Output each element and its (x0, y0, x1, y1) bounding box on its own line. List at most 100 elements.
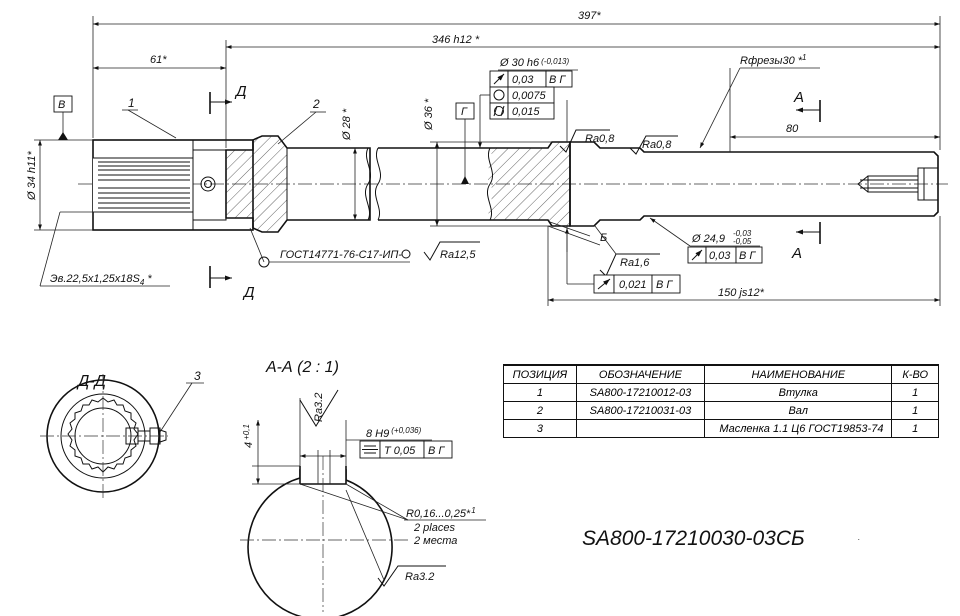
svg-text:2 places: 2 places (413, 522, 455, 534)
svg-text:T 0,05: T 0,05 (384, 445, 416, 457)
dim-len-80: 80 (786, 123, 799, 135)
bom-header-qty: К-ВО (891, 364, 939, 384)
dim-dia-28: Ø 28 * (341, 108, 353, 141)
datum-g: Г (455, 102, 475, 184)
roughness-ra32-top: Ra3.2 (299, 389, 339, 427)
weld-mark: Б (600, 232, 607, 244)
svg-text:-0,05: -0,05 (733, 237, 752, 246)
section-cut-a: А А (791, 89, 821, 262)
bom-header-name: НАИМЕНОВАНИЕ (704, 364, 893, 384)
svg-text:Ra1,6: Ra1,6 (620, 257, 650, 269)
dim-overall-length: 397* (578, 10, 601, 22)
section-aa-title: А-А (2 : 1) (265, 359, 339, 376)
mill-radius-label: Rфрезы30 *1 (740, 53, 806, 67)
svg-text:В Г: В Г (549, 74, 566, 86)
roundness-icon (493, 89, 505, 101)
bom-table: ПОЗИЦИЯ ОБОЗНАЧЕНИЕ НАИМЕНОВАНИЕ К-ВО 1 … (503, 364, 939, 438)
drawing-number-dot: . (858, 533, 860, 542)
svg-text:R0,16...0,25*1: R0,16...0,25*1 (406, 506, 476, 520)
bom-cell-pos: 2 (503, 401, 577, 420)
roughness-ra08-a: Ra0,8 (559, 129, 615, 153)
svg-text:Ra0,8: Ra0,8 (585, 133, 615, 145)
section-dd-view: Д-Д 3 (40, 369, 204, 498)
shaft-part-2 (225, 135, 939, 233)
roughness-ra32-bottom: Ra3.2 (345, 489, 446, 587)
svg-text:А: А (791, 245, 802, 262)
svg-text:0,03: 0,03 (709, 250, 731, 262)
bom-cell-name: Втулка (704, 383, 893, 402)
svg-text:Эв.22,5х1,25х18S4 *: Эв.22,5х1,25х18S4 * (50, 273, 152, 287)
dim-dia-36: Ø 36 * (423, 98, 435, 131)
svg-text:Г: Г (461, 106, 468, 118)
aa-depth: 4+0,1 (242, 424, 255, 448)
dim-dia-24: Ø 24,9 -0,03 -0,05 (649, 217, 760, 247)
svg-text:Д: Д (234, 83, 247, 100)
weld-note: ГОСТ14771-76-С17-ИП- Ra12,5 (249, 227, 480, 268)
callout-2: 2 (312, 97, 320, 111)
svg-text:В: В (58, 99, 65, 111)
svg-text:Ra3.2: Ra3.2 (313, 393, 325, 422)
runout-icon (493, 73, 505, 85)
svg-text:2 места: 2 места (413, 535, 457, 547)
svg-text:Ra3.2: Ra3.2 (405, 571, 434, 583)
svg-text:В Г: В Г (656, 279, 673, 291)
tolerance-frame-symmetry: T 0,05 В Г (359, 440, 453, 459)
dim-dia-30: Ø 30 h6(-0,013) (499, 57, 569, 69)
svg-text:А: А (793, 89, 804, 106)
roughness-ra08-b: Ra0,8 (629, 135, 678, 155)
bushing-part-1 (92, 139, 254, 231)
grease-nipple (125, 427, 167, 445)
svg-text:0,015: 0,015 (512, 106, 540, 118)
key-width: 8 H9(+0,036) (346, 426, 432, 441)
dim-shaft-length: 346 h12 * (432, 34, 480, 46)
spline-note: Эв.22,5х1,25х18S4 * (39, 211, 170, 287)
svg-text:Д: Д (242, 284, 255, 301)
roughness-ra16: Ra1,6 (594, 225, 660, 277)
tolerance-frame-runout-2: 0,03 В Г (687, 246, 763, 264)
bom-cell-pos: 3 (503, 419, 577, 438)
dim-bushing-length: 61* (150, 54, 167, 66)
bom-cell-pos: 1 (503, 383, 577, 402)
svg-text:0,03: 0,03 (512, 74, 534, 86)
main-view: 397* 346 h12 * 61* 80 150 js12* Ø 34 h11… (26, 10, 948, 306)
bom-cell-code: SA800-17210031-03 (575, 401, 706, 420)
svg-text:0,021: 0,021 (619, 279, 647, 291)
table-row: 2 SA800-17210031-03 Вал 1 (503, 401, 939, 420)
callout-3: 3 (194, 369, 201, 383)
section-cut-d: Д Д (209, 83, 255, 301)
table-row: 1 SA800-17210012-03 Втулка 1 (503, 383, 939, 402)
svg-text:ГОСТ14771-76-С17-ИП-: ГОСТ14771-76-С17-ИП- (280, 249, 402, 261)
dim-lines-top (34, 16, 941, 306)
bom-header-code: ОБОЗНАЧЕНИЕ (575, 364, 706, 384)
bom-cell-name: Масленка 1.1 Ц6 ГОСТ19853-74 (704, 419, 893, 438)
svg-text:0,0075: 0,0075 (512, 90, 547, 102)
svg-text:Ø 24,9: Ø 24,9 (691, 233, 725, 245)
svg-text:8 H9(+0,036): 8 H9(+0,036) (366, 426, 422, 440)
section-aa-view: А-А (2 : 1) 4+0,1 Ra3.2 8 H9(+0,036) (240, 359, 486, 616)
tolerance-frame-roundness: 0,0075 (489, 86, 555, 104)
bom-cell-qty: 1 (891, 383, 939, 402)
dim-len-150: 150 js12* (718, 287, 765, 299)
svg-text:В Г: В Г (739, 250, 756, 262)
tolerance-frame-runout-3: 0,021 В Г (565, 228, 681, 294)
svg-text:-0,03: -0,03 (733, 229, 752, 238)
drawing-number: SA800-17210030-03СБ (582, 527, 805, 550)
bom-cell-qty: 1 (891, 401, 939, 420)
svg-text:В Г: В Г (428, 445, 445, 457)
table-row: 3 Масленка 1.1 Ц6 ГОСТ19853-74 1 (503, 419, 939, 438)
bom-cell-code: SA800-17210012-03 (575, 383, 706, 402)
cylindricity-icon (494, 106, 504, 116)
svg-text:Ra12,5: Ra12,5 (440, 249, 476, 261)
bom-cell-code (575, 419, 706, 438)
tolerance-frame-cylindricity: 0,015 (489, 102, 555, 120)
fillet-note: R0,16...0,25*1 2 places 2 места (299, 483, 486, 547)
bom-header-pos: ПОЗИЦИЯ (503, 364, 577, 384)
datum-b: В (53, 95, 73, 140)
bom-header-row: ПОЗИЦИЯ ОБОЗНАЧЕНИЕ НАИМЕНОВАНИЕ К-ВО (503, 364, 939, 384)
dim-dia-34: Ø 34 h11* (26, 151, 38, 201)
weld-leader (547, 225, 601, 246)
bom-cell-name: Вал (704, 401, 893, 420)
bom-cell-qty: 1 (891, 419, 939, 438)
svg-text:Ra0,8: Ra0,8 (642, 139, 672, 151)
